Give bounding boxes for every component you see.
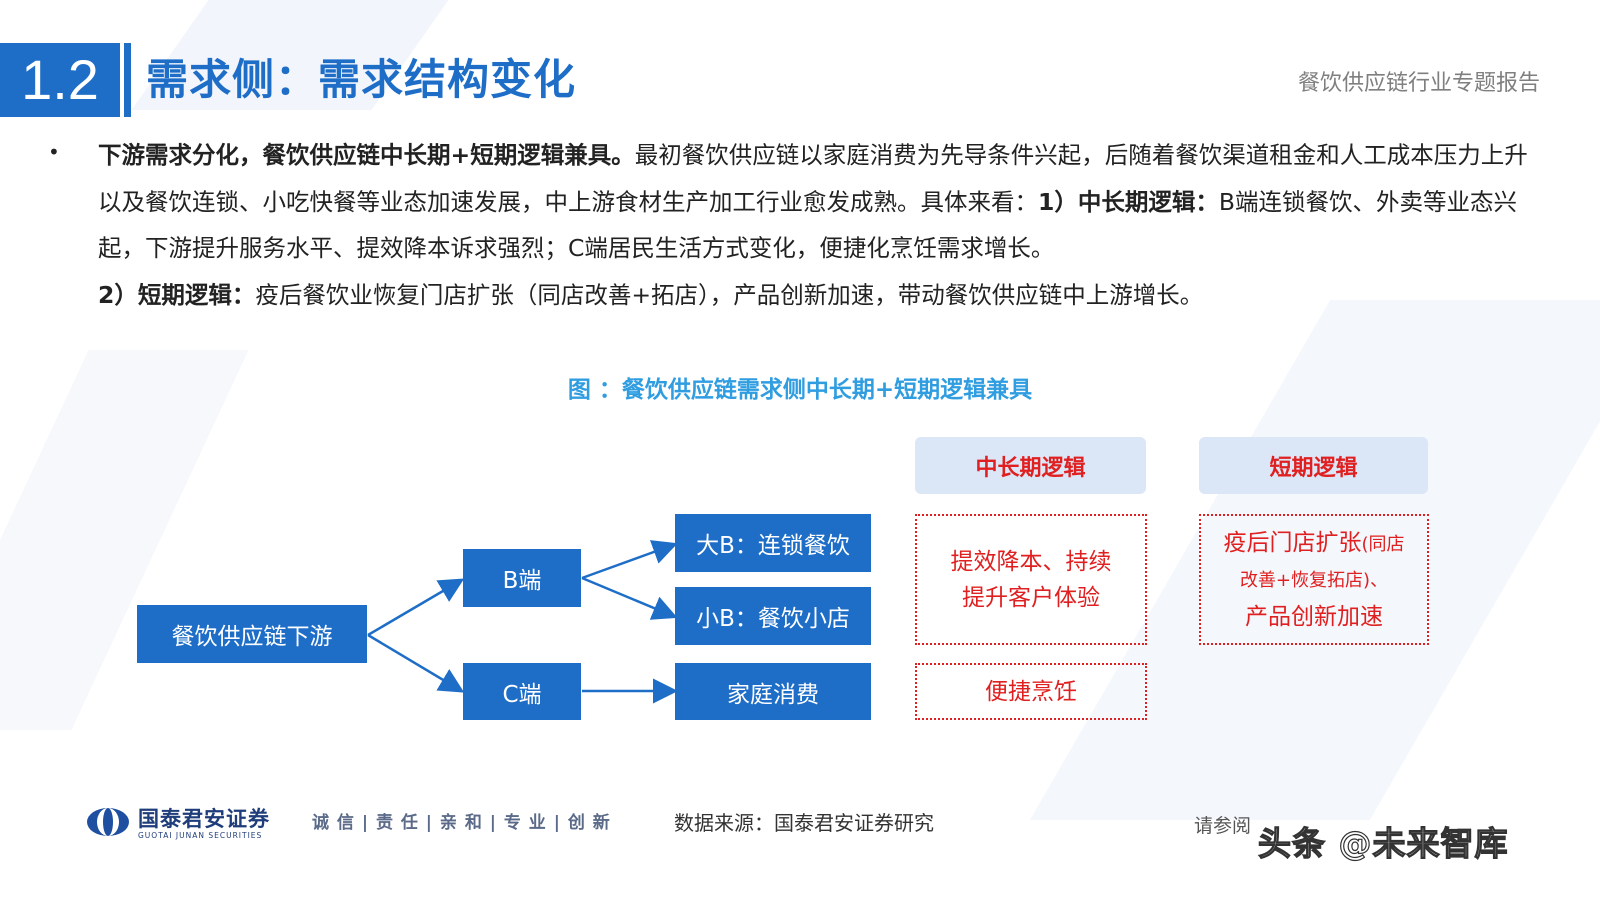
company-slogan: 诚 信 | 责 任 | 亲 和 | 专 业 | 创 新 — [312, 813, 611, 833]
report-name: 餐饮供应链行业专题报告 — [1297, 71, 1540, 96]
company-logo-icon — [87, 808, 129, 836]
slide-footer: 国泰君安证券 GUOTAI JUNAN SECURITIES 诚 信 | 责 任… — [0, 795, 1600, 864]
box-line-small: (同店 — [1361, 533, 1405, 555]
long-term-header: 中长期逻辑 — [915, 437, 1146, 494]
node-family: 家庭消费 — [675, 663, 871, 720]
box-line: 产品创新加速 — [1245, 603, 1383, 630]
short-term-box: 疫后门店扩张(同店 改善+恢复拓店)、 产品创新加速 — [1199, 514, 1429, 645]
arrow-root-to-b — [367, 578, 465, 637]
short-term-header: 短期逻辑 — [1199, 437, 1428, 494]
box-line-main: 疫后门店扩张 — [1223, 529, 1362, 556]
box-line: 便捷烹饪 — [985, 678, 1077, 705]
box-line: 提效降本、持续 — [950, 548, 1112, 575]
box-line: 提升客户体验 — [962, 584, 1100, 611]
company-name: 国泰君安证券 — [138, 807, 270, 831]
figure-title: 图 ：餐饮供应链需求侧中长期+短期逻辑兼具 — [567, 377, 1033, 403]
long-term-box-efficiency: 提效降本、持续 提升客户体验 — [915, 514, 1147, 645]
section-divider — [124, 43, 131, 117]
node-small-b: 小B：餐饮小店 — [675, 587, 871, 645]
paragraph-text: 下游需求分化，餐饮供应链中长期+短期逻辑兼具。最初餐饮供应链以家庭消费为先导条件… — [98, 132, 1543, 318]
node-b-end: B端 — [463, 549, 581, 607]
arrow-b-to-smallb — [581, 576, 678, 620]
box-line: 改善+恢复拓店)、 — [1239, 569, 1389, 591]
node-big-b: 大B：连锁餐饮 — [675, 514, 871, 572]
text-segment: 疫后餐饮业恢复门店扩张（同店改善+拓店），产品创新加速，带动餐饮供应链中上游增长… — [255, 280, 1204, 309]
bullet-icon: • — [48, 140, 60, 164]
text-segment-bold: 2）短期逻辑： — [98, 280, 256, 309]
disclaimer-text: 请参阅 — [1194, 815, 1252, 837]
text-segment: 最初餐饮供应链以家庭消费为先导条件兴起，后随着餐饮渠道租金和人工成本压力上升以及… — [98, 141, 1528, 216]
node-root: 餐饮供应链下游 — [137, 605, 367, 663]
node-c-end: C端 — [463, 663, 581, 720]
arrow-root-to-c — [367, 633, 465, 693]
data-source: 数据来源：国泰君安证券研究 — [674, 811, 934, 835]
arrow-b-to-bigb — [581, 540, 678, 580]
long-term-box-convenience: 便捷烹饪 — [915, 663, 1147, 720]
text-segment-bold: 下游需求分化，餐饮供应链中长期+短期逻辑兼具。 — [98, 141, 635, 169]
page-title: 需求侧：需求结构变化 — [146, 55, 577, 104]
text-segment: B端连锁餐饮、外卖等业态兴起，下游提升服务水平、提效降本诉求强烈；C端居民生活方… — [98, 187, 1517, 263]
section-number: 1.2 — [0, 43, 120, 117]
watermark: 头条 @未来智库 — [1257, 823, 1509, 863]
slide-header: 1.2 需求侧：需求结构变化 餐饮供应链行业专题报告 — [0, 43, 1600, 117]
box-line: 疫后门店扩张(同店 — [1223, 525, 1404, 563]
background-shape — [0, 350, 249, 730]
company-name-en: GUOTAI JUNAN SECURITIES — [138, 831, 263, 840]
text-segment-bold: 1）中长期逻辑： — [1038, 187, 1219, 216]
